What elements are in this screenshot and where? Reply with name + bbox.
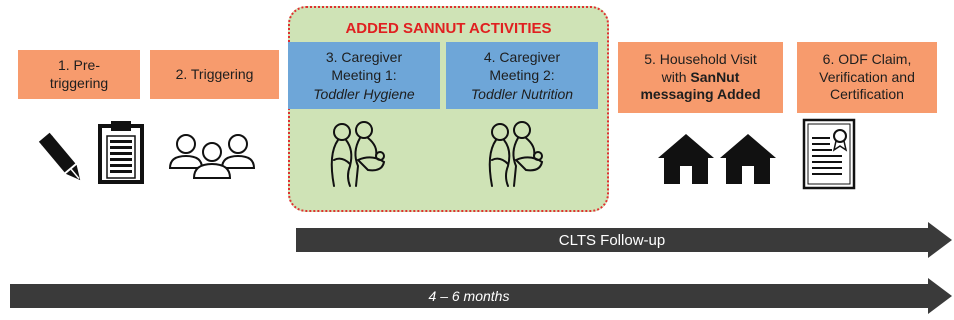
step-3-line1: 3. Caregiver: [325, 49, 403, 66]
caregiver-toddler-icon: [330, 121, 386, 187]
certificate-icon: [802, 118, 856, 190]
step-2-box: 2. Triggering: [150, 50, 279, 99]
house-icon: [658, 134, 714, 184]
step-3-box: 3. Caregiver Meeting 1: Toddler Hygiene: [288, 42, 440, 109]
step-2-label: 2. Triggering: [175, 65, 254, 82]
clipboard-icon: [98, 121, 144, 184]
added-activities-panel: [288, 6, 609, 212]
pencil-icon: [38, 132, 81, 181]
step-1-box: 1. Pre-triggering: [18, 50, 140, 99]
followup-arrow: [296, 222, 952, 258]
caregiver-toddler-icon: [488, 121, 544, 187]
step-4-line2: Meeting 2:: [489, 67, 555, 84]
step-6-label: 6. ODF Claim, Verification and Certifica…: [819, 51, 915, 103]
panel-title: ADDED SANNUT ACTIVITIES: [345, 20, 552, 37]
step-3-line2: Meeting 1:: [331, 67, 397, 84]
step-5-line1: 5. Household Visit: [644, 51, 757, 68]
followup-label: CLTS Follow-up: [558, 231, 666, 249]
duration-arrow: [10, 278, 952, 314]
group-icon: [168, 134, 256, 179]
step-5-line2: with SanNut: [662, 69, 740, 87]
step-5-line2-prefix: with: [661, 68, 691, 85]
house-icon: [720, 134, 776, 184]
step-4-line1: 4. Caregiver: [483, 49, 561, 66]
step-4-box: 4. Caregiver Meeting 2: Toddler Nutritio…: [446, 42, 598, 109]
step-3-line3: Toddler Hygiene: [313, 85, 415, 102]
step-6-box: 6. ODF Claim, Verification and Certifica…: [797, 42, 937, 113]
step-1-label: 1. Pre-triggering: [49, 57, 109, 91]
step-4-line3: Toddler Nutrition: [470, 85, 574, 102]
duration-label: 4 – 6 months: [428, 288, 510, 304]
step-5-line2-bold: SanNut: [690, 68, 740, 85]
step-5-line3: messaging Added: [640, 86, 761, 103]
step-5-box: 5. Household Visit with SanNut messaging…: [618, 42, 783, 113]
